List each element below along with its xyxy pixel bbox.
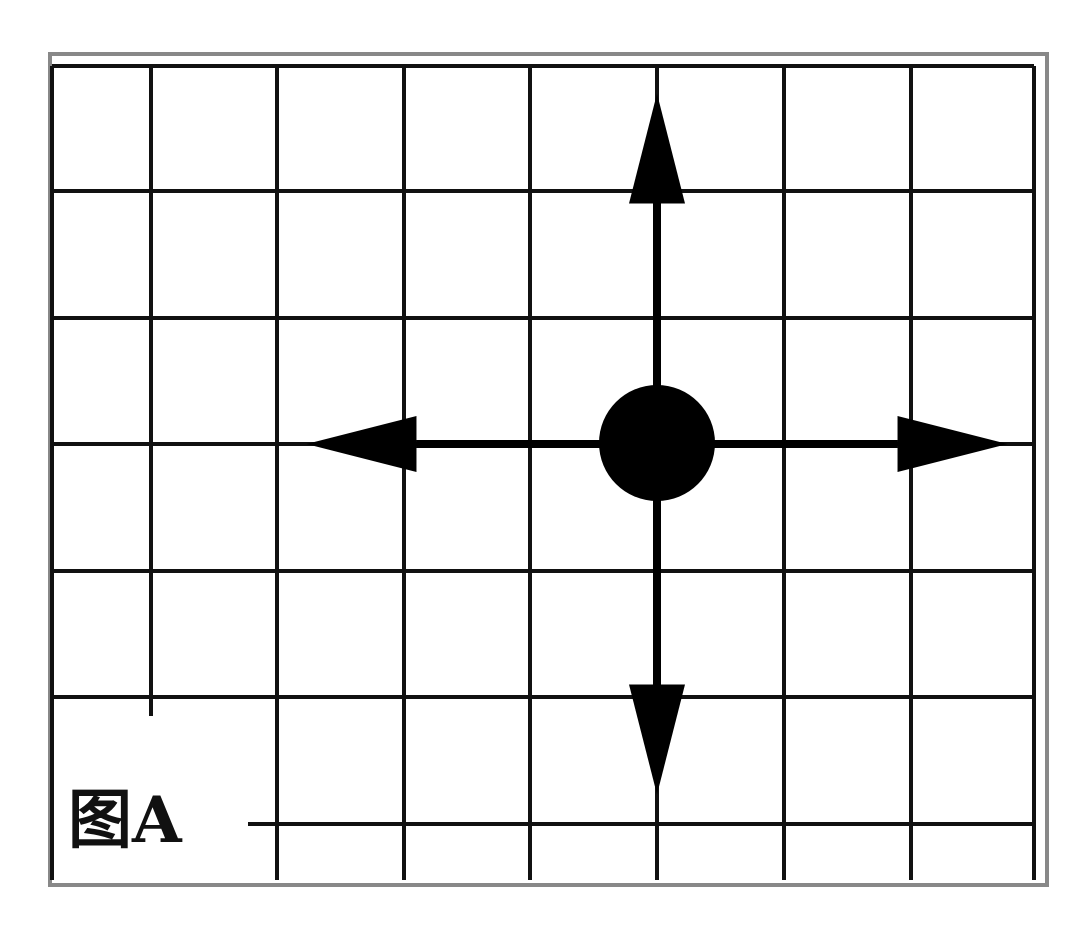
- black-stone: [599, 385, 715, 501]
- arrow-left-head: [306, 416, 417, 472]
- arrow-up-head: [629, 93, 685, 204]
- piece-layer: [599, 385, 715, 501]
- arrow-down-head: [629, 684, 685, 795]
- caption-seal-backdrop: [62, 772, 242, 867]
- arrow-right-head: [897, 416, 1008, 472]
- figure-caption: 图A: [62, 772, 242, 867]
- diagram-frame: [48, 52, 1049, 887]
- figure-caption-text: 图A: [68, 783, 183, 858]
